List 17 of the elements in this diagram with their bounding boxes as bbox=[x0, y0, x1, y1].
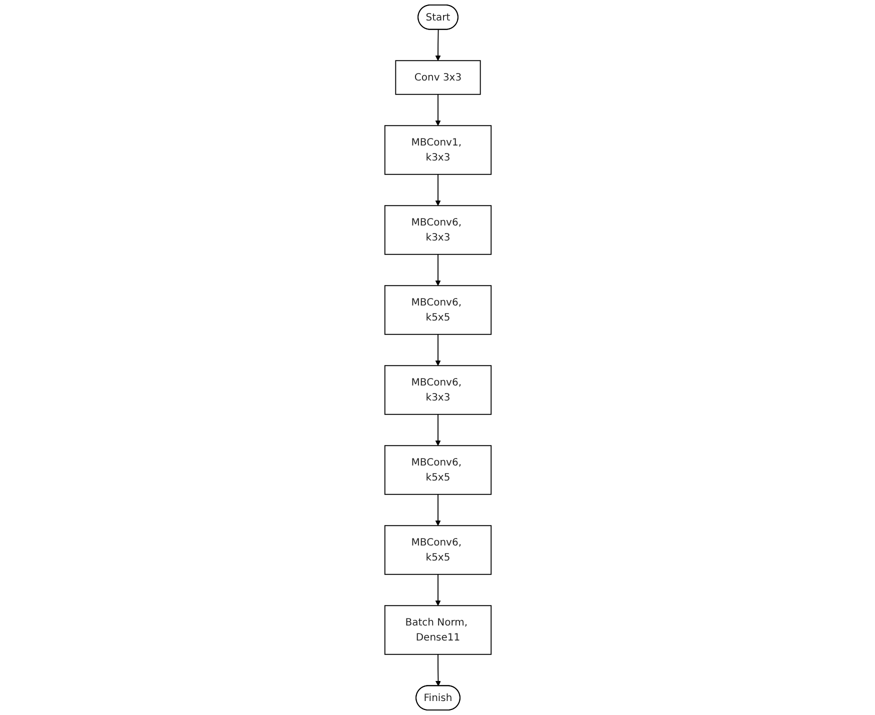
node-box: MBConv6, k5x5 bbox=[384, 285, 492, 335]
node-box: MBConv6, k5x5 bbox=[384, 525, 492, 575]
node-box: MBConv6, k3x3 bbox=[384, 365, 492, 415]
node-box: MBConv6, k3x3 bbox=[384, 205, 492, 255]
node-box: Conv 3x3 bbox=[394, 60, 480, 95]
arrow bbox=[434, 254, 440, 286]
arrow bbox=[434, 174, 440, 206]
arrow bbox=[434, 29, 440, 61]
arrow bbox=[434, 494, 440, 526]
node-box: MBConv1, k3x3 bbox=[384, 125, 492, 175]
arrow bbox=[434, 334, 440, 366]
node-box: MBConv6, k5x5 bbox=[384, 445, 492, 495]
arrow bbox=[434, 94, 440, 126]
arrow bbox=[434, 574, 440, 606]
arrow bbox=[434, 654, 440, 686]
node-box: Batch Norm, Dense11 bbox=[384, 605, 492, 655]
arrow bbox=[434, 414, 440, 446]
